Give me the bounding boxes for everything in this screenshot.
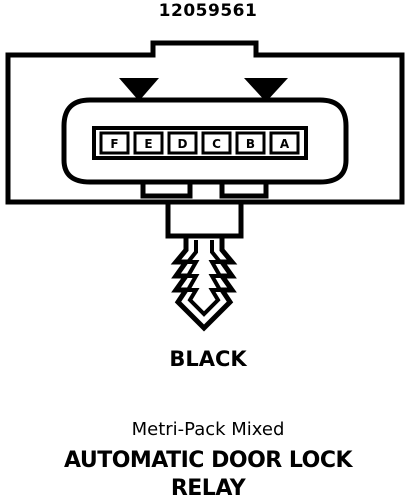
pin-label-f: F (110, 137, 118, 151)
pin-label-b: B (246, 137, 255, 151)
connector-latch (140, 182, 193, 199)
connector-type-label: Metri-Pack Mixed (131, 419, 285, 440)
pin-label-c: C (212, 137, 221, 151)
pin-cell-a (269, 131, 300, 155)
pin-row (92, 126, 308, 160)
connector-diagram: F E D C B A (5, 40, 405, 332)
component-title: AUTOMATIC DOOR LOCK (63, 448, 353, 473)
connector-cavity (61, 97, 349, 185)
wire-break-icon (183, 240, 225, 317)
pin-cell-e (133, 131, 164, 155)
pin-cell-b (235, 131, 266, 155)
connector-housing (5, 40, 405, 205)
pin-label-d: D (178, 137, 188, 151)
component-title-line-2: RELAY (170, 476, 246, 501)
pin-cell-c (201, 131, 232, 155)
wire-exit (165, 199, 244, 239)
polarizing-key-icon (244, 78, 288, 102)
wire-color-label: BLACK (169, 347, 247, 371)
pin-cell-group (99, 131, 300, 155)
pin-label-a: A (280, 137, 290, 151)
pin-cell-d (167, 131, 198, 155)
polarizing-key-icon (119, 78, 159, 101)
pin-cell-f (99, 131, 130, 155)
part-number: 12059561 (158, 1, 258, 21)
connector-latch (219, 182, 269, 199)
pin-label-e: E (144, 137, 152, 151)
